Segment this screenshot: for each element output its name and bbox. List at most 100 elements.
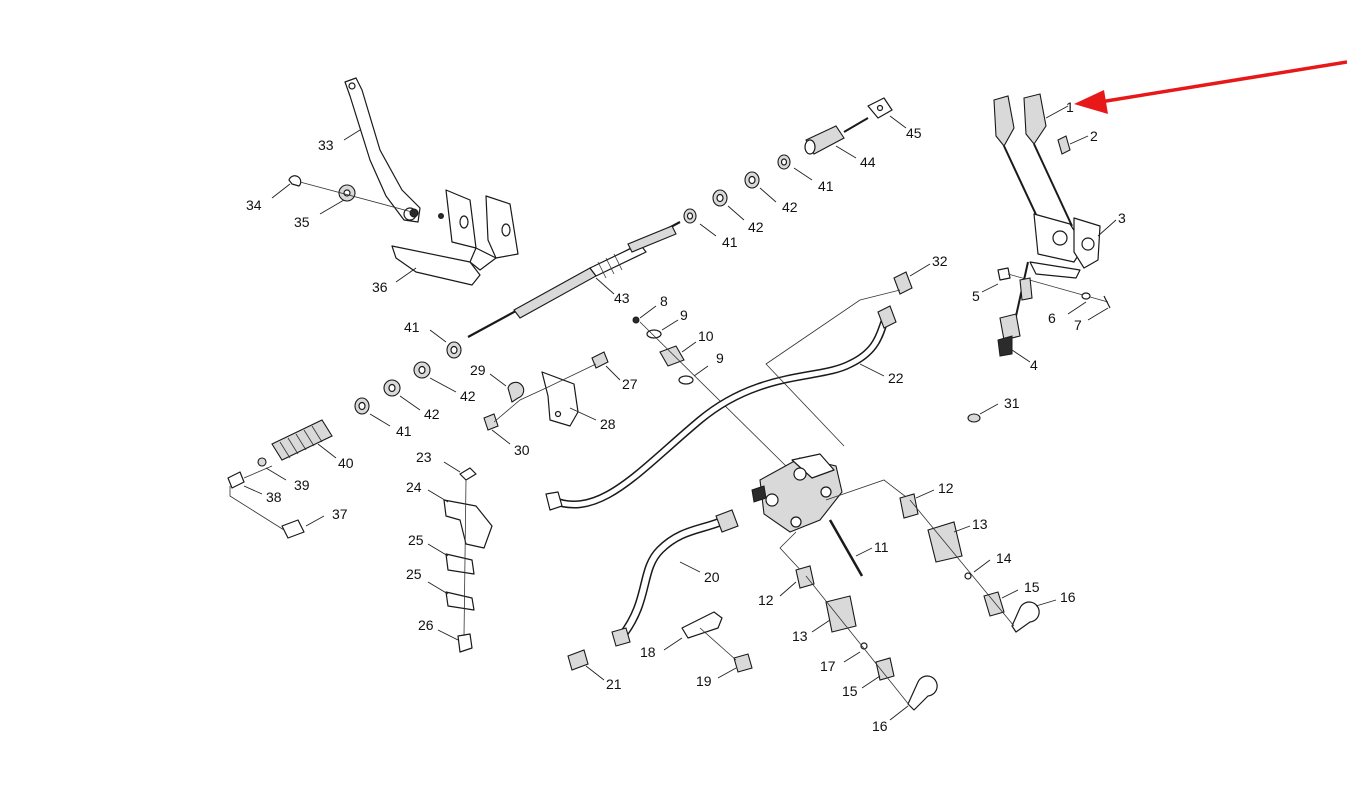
callout-6: 6 — [1048, 310, 1056, 326]
switch-13-lower — [825, 595, 857, 633]
pedal-bushing — [409, 208, 419, 218]
pin-38 — [227, 471, 245, 489]
lever-handle-right — [1023, 93, 1047, 145]
spring-rod-assembly — [227, 329, 462, 539]
spring-40 — [271, 419, 333, 461]
callout-4: 4 — [1030, 357, 1038, 373]
callout-34: 34 — [246, 197, 262, 213]
callout-1: 1 — [1066, 99, 1074, 115]
callout-25b: 25 — [406, 566, 422, 582]
callout-28: 28 — [600, 416, 616, 432]
callout-41-low: 41 — [396, 423, 412, 439]
bracket-28 — [541, 371, 579, 427]
callout-11: 11 — [874, 539, 889, 555]
callout-29: 29 — [470, 362, 486, 378]
callout-15-lower: 15 — [842, 683, 858, 699]
callout-19: 19 — [696, 673, 712, 689]
cable-shaft-assembly — [467, 97, 907, 338]
callout-2: 2 — [1090, 128, 1098, 144]
washer-31 — [967, 413, 981, 423]
bracket-18-group — [663, 611, 753, 679]
cotter-7 — [1103, 295, 1111, 309]
callout-39: 39 — [294, 477, 310, 493]
callout-43: 43 — [614, 290, 630, 306]
bracket-18 — [681, 611, 723, 639]
callout-31: 31 — [1004, 395, 1020, 411]
hand-lever-assembly — [967, 93, 1117, 423]
callout-13-right: 13 — [972, 516, 988, 532]
hose-20 — [567, 509, 739, 681]
callout-3: 3 — [1118, 210, 1126, 226]
callout-21: 21 — [606, 676, 622, 692]
callout-9b: 9 — [716, 350, 724, 366]
pin-5 — [997, 267, 1011, 281]
screw-2 — [1057, 135, 1071, 155]
callout-42-b: 42 — [782, 199, 798, 215]
callout-16-right: 16 — [1060, 589, 1076, 605]
boot-16-right — [1011, 601, 1040, 633]
callout-22: 22 — [888, 370, 904, 386]
clip-25b — [445, 591, 475, 611]
callout-7: 7 — [1074, 317, 1082, 333]
callout-14: 14 — [996, 550, 1012, 566]
callout-33: 33 — [318, 137, 334, 153]
fitting-12-right — [899, 493, 919, 519]
washer-9b — [678, 375, 694, 385]
valve-body — [751, 453, 911, 577]
callout-41-mid: 41 — [404, 319, 420, 335]
callout-23: 23 — [416, 449, 432, 465]
cable-end-4 — [999, 313, 1021, 341]
fitting-12-lower — [795, 565, 815, 589]
callout-8: 8 — [660, 293, 668, 309]
bolt-19 — [733, 653, 753, 673]
callout-10: 10 — [698, 328, 714, 344]
callout-30: 30 — [514, 442, 530, 458]
callout-40: 40 — [338, 455, 354, 471]
bolt-26 — [457, 633, 473, 653]
seal-group — [632, 305, 791, 471]
bolt-27 — [591, 351, 609, 369]
callout-17: 17 — [820, 658, 836, 674]
callout-18: 18 — [640, 644, 656, 660]
bracket-24 — [443, 499, 493, 549]
callout-15-right: 15 — [1024, 579, 1040, 595]
callout-9a: 9 — [680, 307, 688, 323]
callout-42-c: 42 — [460, 388, 476, 404]
callout-32: 32 — [932, 253, 948, 269]
callout-26: 26 — [418, 617, 434, 633]
callout-25a: 25 — [408, 532, 424, 548]
connector-15-lower — [875, 657, 895, 681]
fitting-32 — [893, 271, 913, 295]
bracket-stack — [427, 461, 493, 653]
callout-44: 44 — [860, 154, 876, 170]
callout-24: 24 — [406, 479, 422, 495]
right-fittings — [779, 489, 1057, 721]
callout-27: 27 — [622, 376, 638, 392]
pedal-bracket — [391, 245, 481, 286]
hose-22 — [545, 263, 931, 511]
callout-42-a: 42 — [748, 219, 764, 235]
pedal-arm — [344, 77, 421, 223]
grommet-10 — [659, 345, 685, 367]
shaft-43 — [513, 267, 597, 319]
fitting-21 — [567, 649, 589, 671]
callout-37: 37 — [332, 506, 348, 522]
callout-12-right: 12 — [938, 480, 954, 496]
pin-37 — [281, 519, 305, 539]
callout-labels: 1 2 3 4 5 6 7 8 9 9 10 11 12 12 13 13 14… — [246, 99, 1126, 734]
clip-25a — [445, 553, 475, 575]
washer-39 — [257, 457, 267, 467]
callout-16-lower: 16 — [872, 718, 888, 734]
clip-34 — [288, 175, 302, 187]
ring-8 — [632, 316, 640, 324]
callout-45: 45 — [906, 125, 922, 141]
callout-13-lower: 13 — [792, 628, 808, 644]
pedal-assembly — [271, 77, 519, 286]
callout-35: 35 — [294, 214, 310, 230]
nut-23 — [459, 467, 477, 481]
small-bracket-group — [483, 351, 621, 445]
highlight-arrow — [1074, 60, 1347, 114]
oring-14 — [964, 572, 972, 580]
callout-12-lower: 12 — [758, 592, 774, 608]
